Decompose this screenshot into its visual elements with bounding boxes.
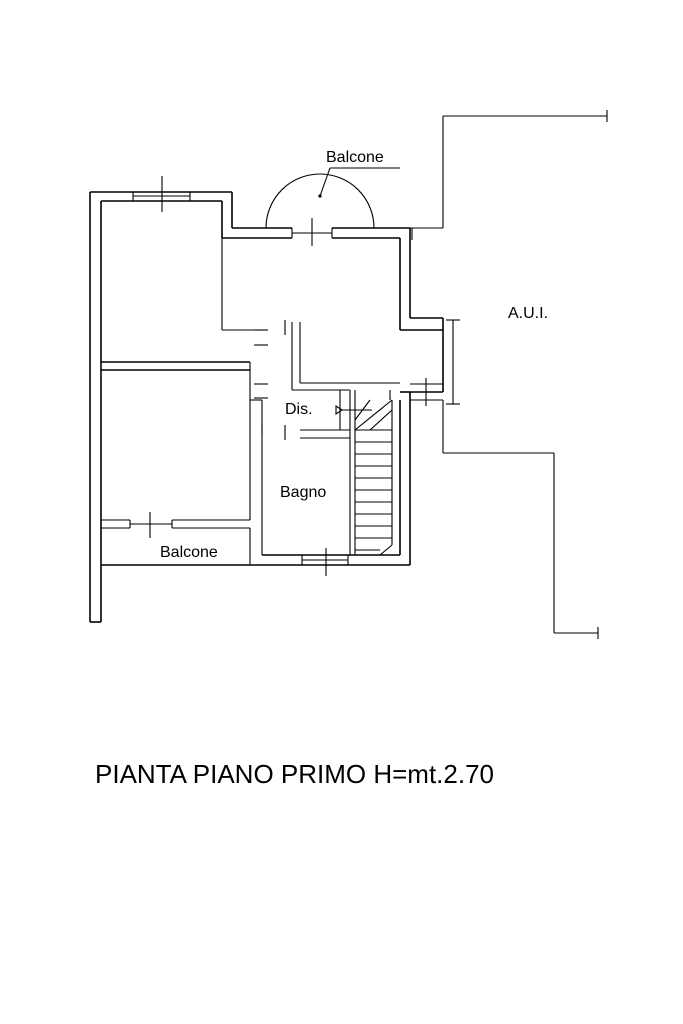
exterior-walls bbox=[89, 191, 444, 623]
label-bagno: Bagno bbox=[280, 484, 326, 501]
label-disimpegno: Dis. bbox=[285, 401, 313, 418]
balcony-arc bbox=[265, 173, 375, 229]
label-balcone-top: Balcone bbox=[326, 149, 384, 166]
stair bbox=[335, 390, 393, 556]
label-balcone-bottom: Balcone bbox=[160, 544, 218, 561]
aui-boundary bbox=[410, 110, 608, 639]
plan-title: PIANTA PIANO PRIMO H=mt.2.70 bbox=[95, 759, 494, 789]
door-ticks bbox=[254, 320, 286, 440]
interior-walls bbox=[101, 238, 400, 565]
balcony-leader bbox=[319, 167, 331, 197]
label-aui: A.U.I. bbox=[508, 305, 548, 322]
balcony-leader-dot bbox=[318, 194, 322, 198]
windows bbox=[129, 176, 443, 576]
